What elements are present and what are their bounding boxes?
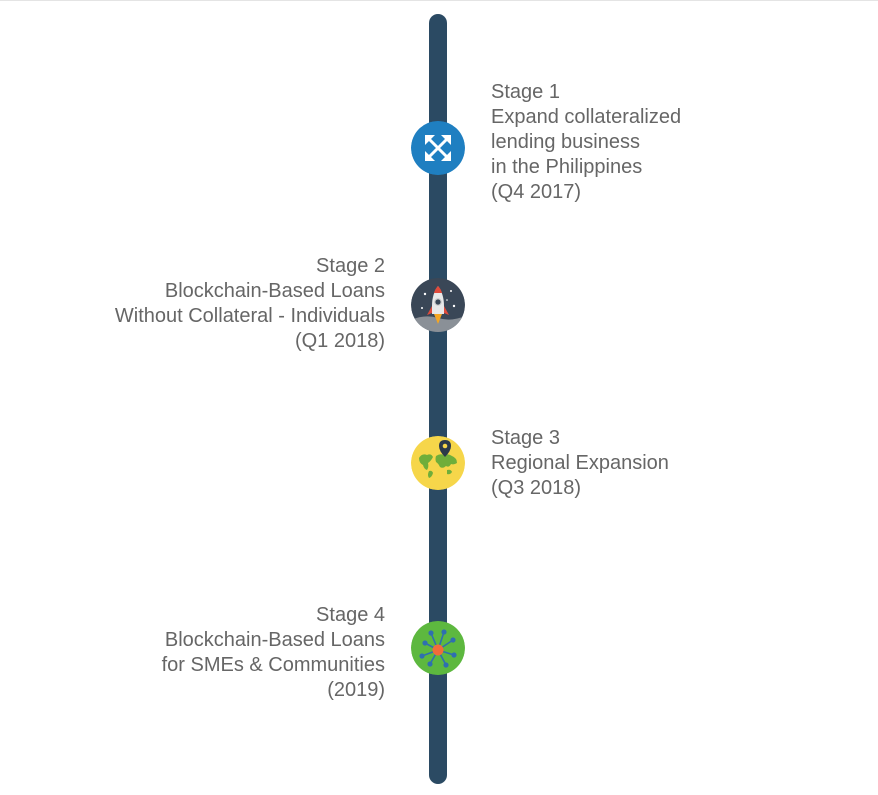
stage-1-date: (Q4 2017) xyxy=(491,181,582,203)
stage-3-node xyxy=(411,436,465,490)
stage-2-title: Stage 2 xyxy=(316,255,385,277)
stage-4-description-line-1: Blockchain-Based Loans xyxy=(164,629,385,651)
stage-4-label: Stage 4 Blockchain-Based Loans for SMEs … xyxy=(162,603,385,703)
stage-2-date: (Q1 2018) xyxy=(294,330,385,352)
world-map-pin-icon xyxy=(411,436,465,490)
stage-1-description-line-1: Expand collateralized xyxy=(491,106,682,128)
stage-4-node xyxy=(411,621,465,675)
stage-1-description-line-2: lending business xyxy=(491,131,640,153)
timeline-line xyxy=(429,14,447,784)
stage-4-description-line-2: for SMEs & Communities xyxy=(161,654,385,676)
stage-2-description-line-1: Blockchain-Based Loans xyxy=(164,280,385,302)
stage-1-node xyxy=(411,121,465,175)
stage-3-title: Stage 3 xyxy=(491,427,560,449)
stage-3-description-line-1: Regional Expansion xyxy=(491,452,669,474)
stage-3-date: (Q3 2018) xyxy=(491,477,582,499)
stage-1-description-line-3: in the Philippines xyxy=(491,156,643,178)
top-divider xyxy=(0,0,878,1)
stage-2-description-line-2: Without Collateral - Individuals xyxy=(114,305,385,327)
stage-2-label: Stage 2 Blockchain-Based Loans Without C… xyxy=(115,254,385,354)
stage-3-label: Stage 3 Regional Expansion (Q3 2018) xyxy=(491,426,669,501)
stage-1-label: Stage 1 Expand collateralized lending bu… xyxy=(491,80,681,205)
stage-4-date: (2019) xyxy=(327,679,385,701)
rocket-icon xyxy=(411,278,465,332)
network-nodes-icon xyxy=(411,621,465,675)
expand-arrows-icon xyxy=(411,121,465,175)
stage-4-title: Stage 4 xyxy=(316,604,385,626)
stage-1-title: Stage 1 xyxy=(491,81,560,103)
stage-2-node xyxy=(411,278,465,332)
